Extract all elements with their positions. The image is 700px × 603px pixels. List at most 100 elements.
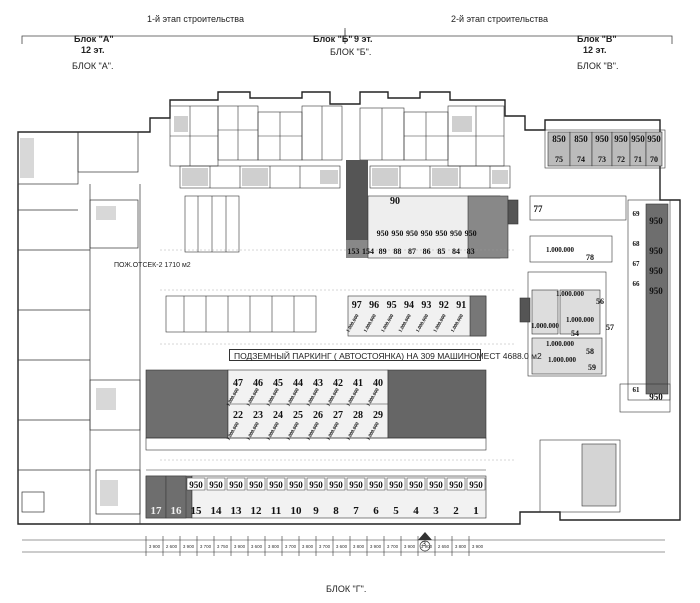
spot-price: 1.000.000 [546,246,575,254]
spot-number: 94 [404,300,414,311]
spot-price: 950 [349,480,363,490]
spot-number: 86 [423,247,431,256]
spot-number: 4 [413,505,419,517]
dimension-chain [22,539,665,553]
spot-number: 57 [606,323,614,332]
price-tag [266,477,286,491]
block-v-floors: 12 эт. [583,45,607,55]
spot-price: 950 [465,229,477,238]
right-wing [507,129,671,513]
spot-number: 8 [333,505,339,517]
spot-number: 77 [534,204,544,214]
spot-number: 11 [271,505,281,517]
spot-price: 950 [209,480,223,490]
price-tag [186,477,206,491]
spot-number: 47 [233,378,243,389]
spot-number: 154 [362,247,374,256]
dimension-label: 3 800 [268,544,280,549]
spot-number: 85 [437,247,445,256]
spot-number: 27 [333,410,343,421]
upper-row-spots [165,295,487,337]
block-a-heading: Блок "А" [74,34,114,44]
spot-price: 950 [249,480,263,490]
dimension-label: 3 700 [319,544,331,549]
dimension-label: 3 900 [404,544,416,549]
dimension-label: 3 700 [285,544,297,549]
middle-block [145,369,487,451]
spot-number: 16 [171,505,183,517]
price-tag [446,477,466,491]
spot-number: 12 [251,505,263,517]
spot-number: 54 [571,329,579,338]
block-g-caption: БЛОК "Г". [326,584,367,594]
spot-number: 97 [352,300,362,311]
grid-marker-label: 3 [422,541,426,548]
block-b-heading: Блок "Б" [313,34,353,44]
spot-number: 26 [313,410,323,421]
spot-number: 91 [456,300,466,311]
spot-number: 28 [353,410,363,421]
block-b-rooms [169,105,511,189]
spot-number: 69 [633,210,641,218]
spot-number: 10 [291,505,303,517]
spot-price: 950 [614,134,628,144]
spot-price: 950 [309,480,323,490]
stage-2-label: 2-й этап строительства [451,14,548,24]
spot-price: 950 [391,229,403,238]
spot-number: 22 [233,410,243,421]
spot-number: 153 [347,247,359,256]
spot-number: 66 [633,280,641,288]
spot-price: 950 [377,229,389,238]
spot-price: 950 [429,480,443,490]
spot-price: 950 [389,480,403,490]
spot-price: 950 [647,134,661,144]
spot-number: 41 [353,378,363,389]
spot-price: 850 [574,134,588,144]
price-tag [346,477,366,491]
fire-zone-label: ПОЖ.ОТСЕК-2 1710 м2 [114,262,191,269]
building-outline [17,91,681,525]
spot-number: 70 [650,155,658,164]
price-tag [246,477,266,491]
spot-number: 59 [588,363,596,372]
spot-number: 1 [473,505,479,517]
spot-number: 78 [586,253,594,262]
spot-price: 1.000.000 [531,322,560,330]
spot-number: 87 [408,247,416,256]
block-b-fill [174,116,508,186]
block-v-heading: Блок "В" [577,34,617,44]
dimension-label: 3 600 [251,544,263,549]
spot-number: 2 [453,505,459,517]
header-brackets [21,28,673,44]
spot-number: 71 [634,155,642,164]
spot-number: 73 [598,155,606,164]
spot-number: 61 [633,386,641,394]
spot-number: 93 [421,300,431,311]
spot-number: 58 [586,347,594,356]
dimension-label: 3 900 [234,544,246,549]
spot-number: 5 [393,505,399,517]
spot-price: 950 [289,480,303,490]
dimension-label: 2 600 [166,544,178,549]
price-tag [326,477,346,491]
spot-price: 950 [595,134,609,144]
spot-number: 75 [555,155,563,164]
parking-title: ПОДЗЕМНЫЙ ПАРКИНГ ( АВТОСТОЯНКА) НА 309 … [229,349,542,361]
dimension-label: 3 900 [421,544,433,549]
block-b-caption: БЛОК "Б". [330,47,372,57]
price-tag [286,477,306,491]
spot-number: 42 [333,378,343,389]
spot-number: 45 [273,378,283,389]
spot-number: 24 [273,410,283,421]
spot-price: 950 [449,480,463,490]
spot-price: 950 [631,134,645,144]
price-tag [226,477,246,491]
spot-number: 25 [293,410,303,421]
spot-number: 74 [577,155,585,164]
block-b-floors: 9 эт. [354,34,373,44]
spot-number: 40 [373,378,383,389]
spot-number: 96 [369,300,379,311]
price-tag [306,477,326,491]
spot-number: 83 [467,247,475,256]
grid-marker [418,532,432,552]
